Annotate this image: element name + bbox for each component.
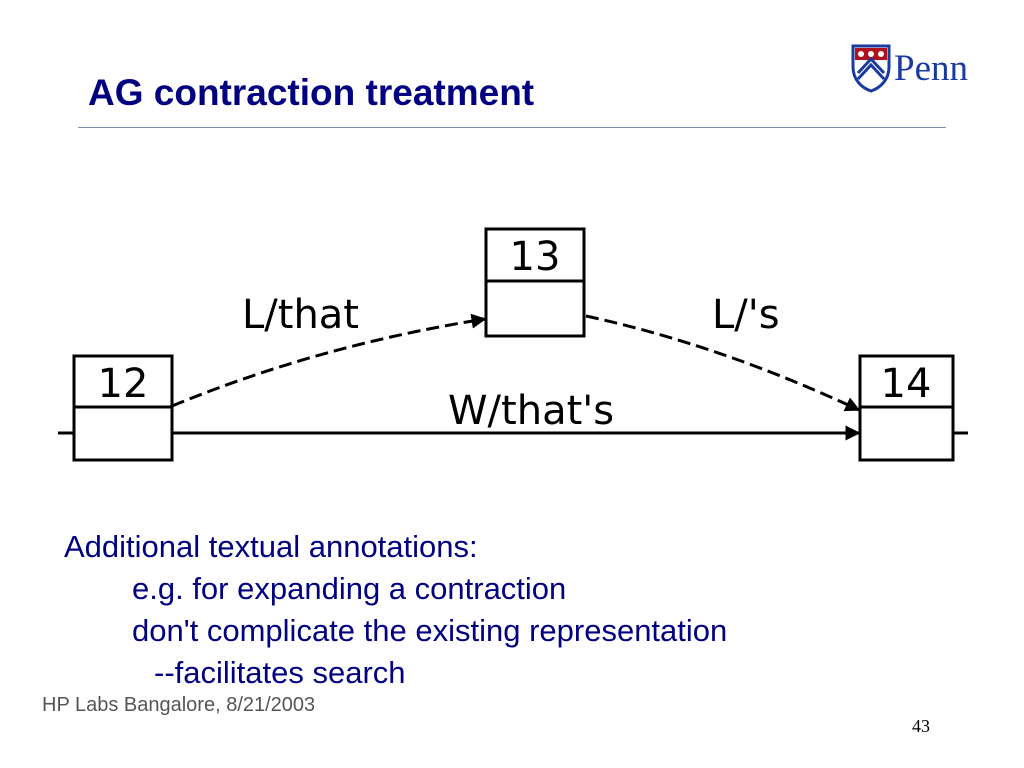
title-divider (78, 127, 946, 128)
edge-13-14 (585, 314, 861, 412)
node-12: 12 (72, 354, 174, 462)
node-14: 14 (858, 354, 955, 462)
node-label-13: 13 (510, 234, 561, 280)
body-line-4: --facilitates search (154, 655, 406, 690)
logo-text: Penn (894, 47, 968, 89)
body-line-2: e.g. for expanding a contraction (132, 571, 567, 606)
body-text: Additional textual annotations: e.g. for… (64, 526, 727, 694)
slide-title: AG contraction treatment (88, 72, 535, 113)
edge-12-13 (171, 313, 487, 408)
page-number: 43 (912, 716, 930, 736)
node-label-12: 12 (98, 361, 149, 407)
edge-label-l-s: L/'s (712, 292, 780, 338)
node-label-14: 14 (881, 361, 932, 407)
penn-logo: Penn (850, 43, 968, 93)
penn-shield-icon (851, 44, 891, 93)
body-line-1: Additional textual annotations: (64, 529, 478, 564)
body-line-3: don't complicate the existing representa… (132, 613, 728, 648)
footer-text: HP Labs Bangalore, 8/21/2003 (42, 694, 316, 716)
edge-label-l-that: L/that (242, 292, 359, 338)
node-13: 13 (484, 227, 586, 338)
edge-label-w-thats: W/that's (448, 388, 614, 434)
